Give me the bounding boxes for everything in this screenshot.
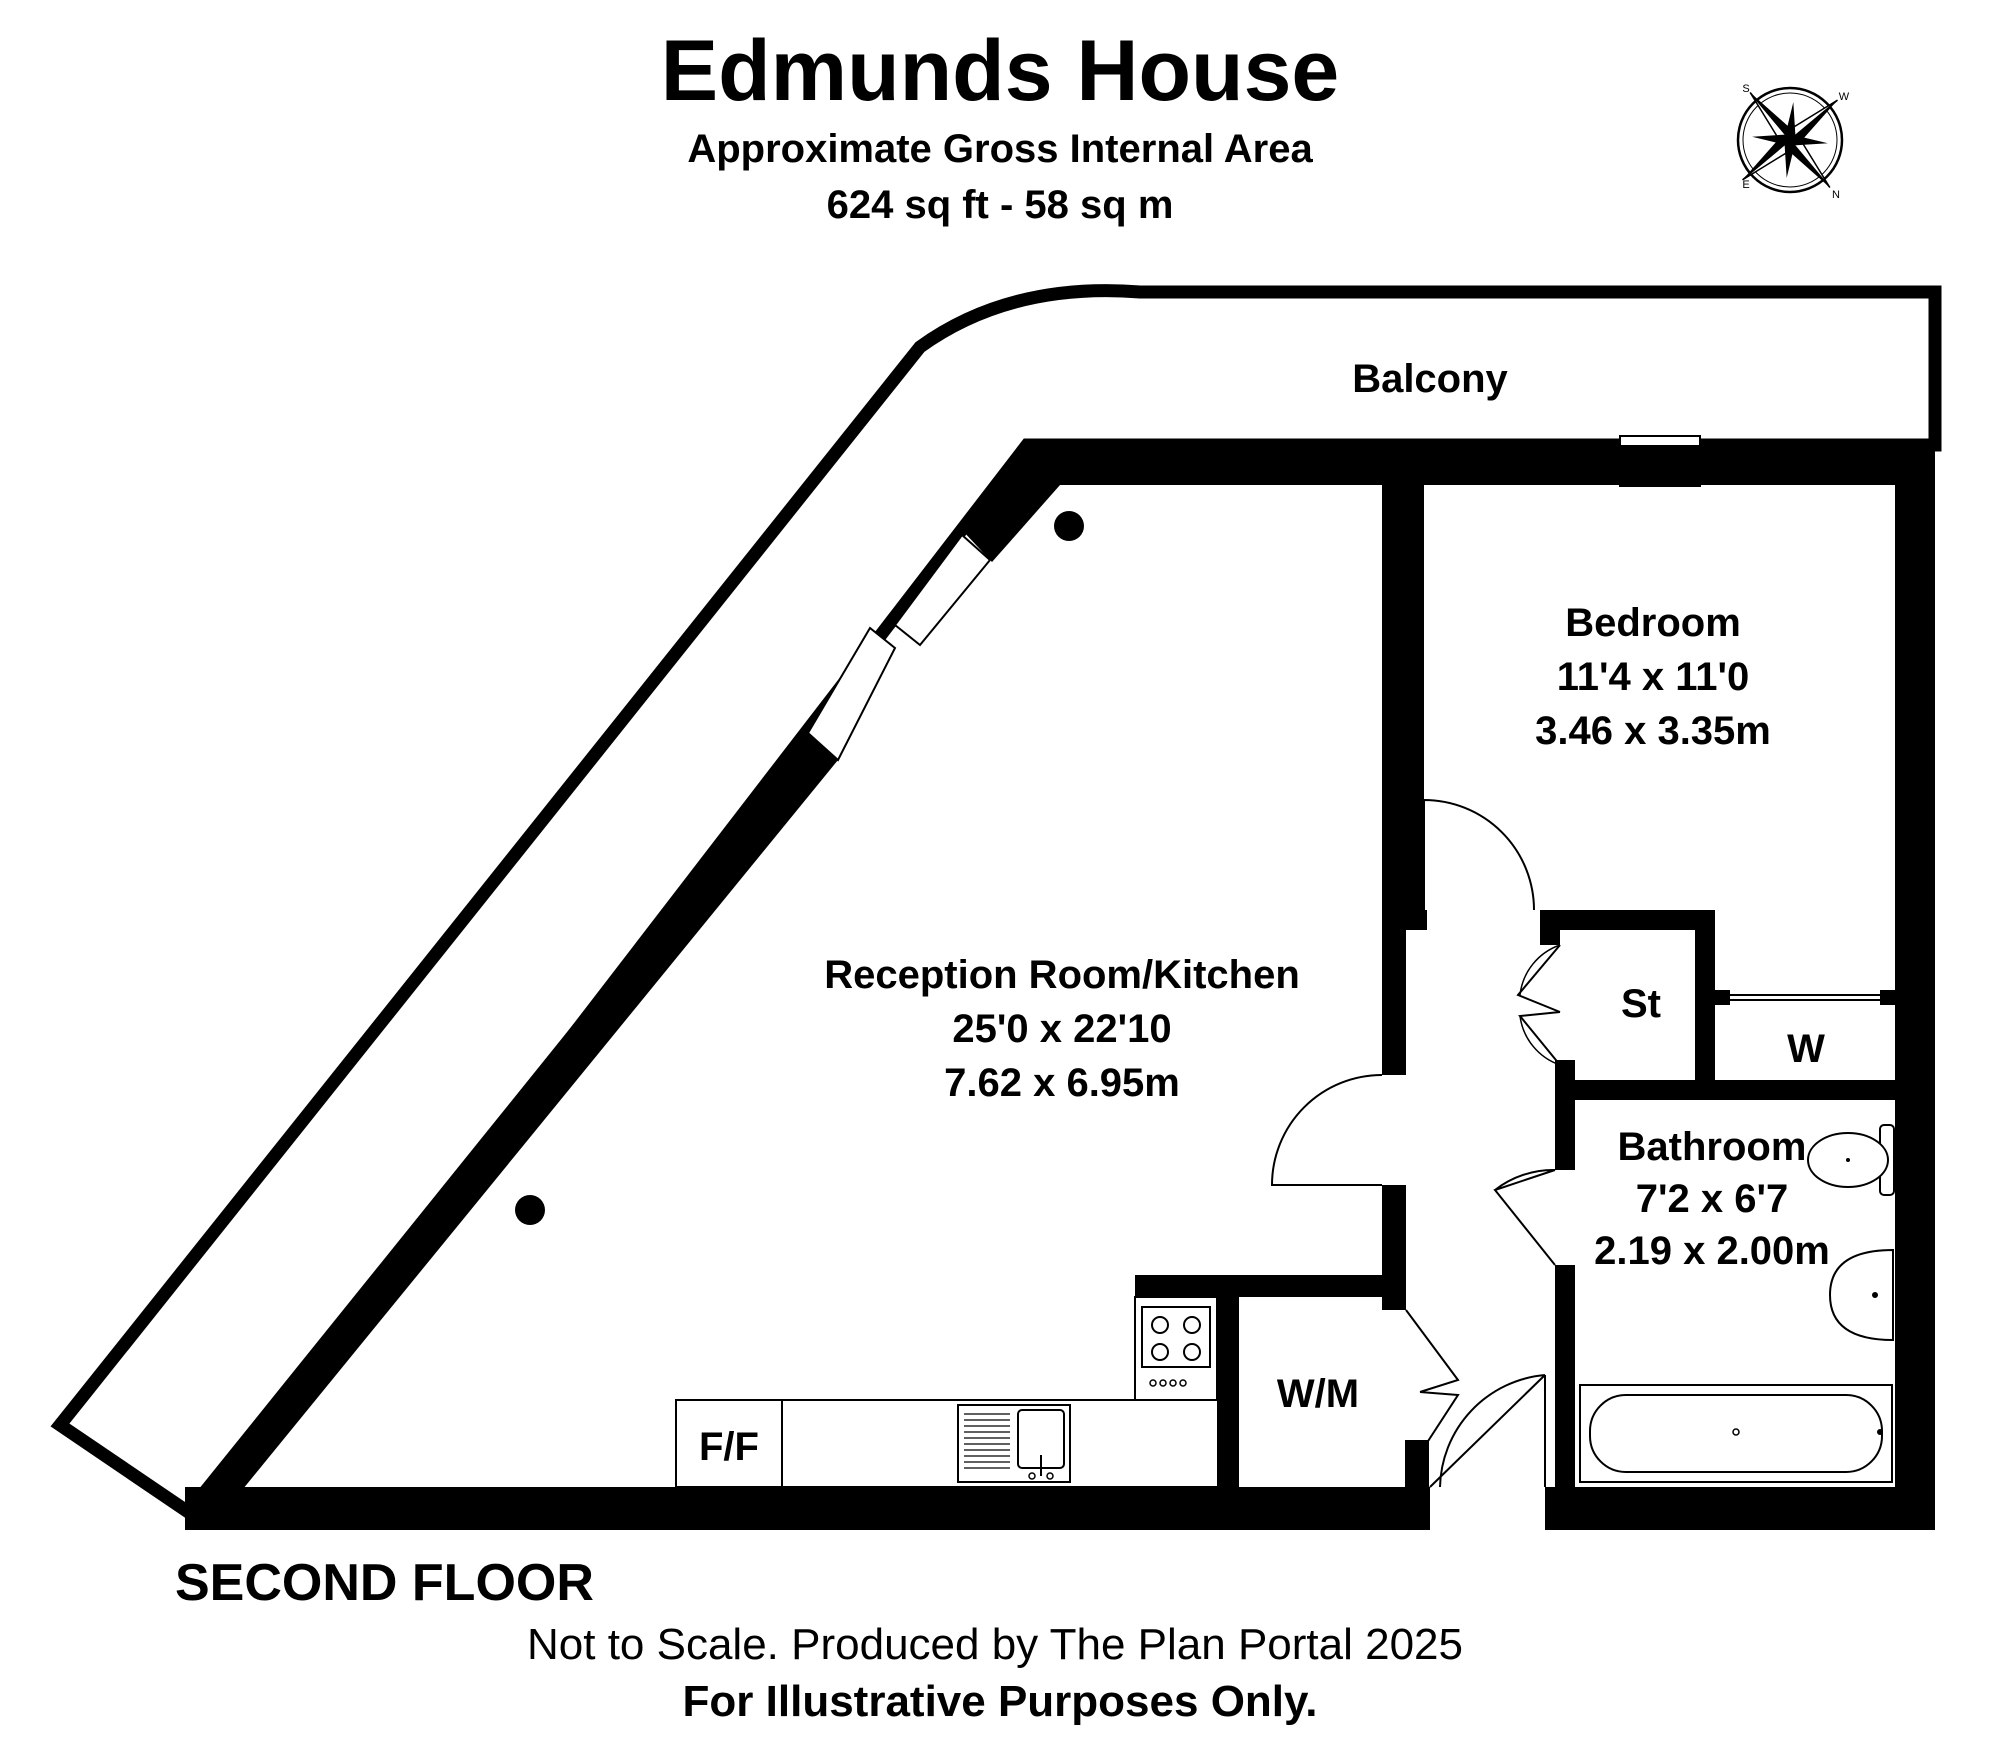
wall-bathroom-left-lower [1555,1265,1575,1530]
wall-bedroom-left [1406,485,1424,910]
wall-bathroom-top [1555,1080,1895,1100]
reception-dim-imperial: 25'0 x 22'10 [952,1007,1171,1051]
plan-title: Edmunds House [661,23,1340,119]
wall-kitchen-divider [1217,1275,1239,1530]
bedroom-dim-metric: 3.46 x 3.35m [1535,709,1771,753]
column-marker-left [515,1195,545,1225]
wall-wm-top [1239,1275,1405,1297]
wall-bathroom-left-upper [1555,1080,1575,1170]
floor-label: SECOND FLOOR [175,1554,594,1612]
wall-bedroom-stub [1382,910,1427,930]
kitchen-counter [675,1399,1219,1488]
reception-dim-metric: 7.62 x 6.95m [944,1061,1180,1105]
compass-icon: S W N E [1736,83,1850,201]
door-store-arc [1519,944,1561,1066]
wardrobe-label: W [1787,1027,1825,1071]
toilet-icon [1807,1124,1895,1196]
door-entrance [1429,1374,1546,1488]
washbasin-icon [1828,1248,1894,1342]
plan-area: 624 sq ft - 58 sq m [827,183,1174,227]
window-lower [806,626,897,762]
wall-store-left-upper [1540,910,1560,945]
bathroom-dim-metric: 2.19 x 2.00m [1594,1229,1830,1273]
reception-name: Reception Room/Kitchen [824,953,1300,997]
exterior-wall-corner [185,1487,270,1530]
store-label: St [1621,982,1661,1026]
bathtub-icon [1579,1384,1893,1483]
disclaimer-text: Not to Scale. Produced by The Plan Porta… [527,1620,1463,1669]
exterior-wall-diagonal-lower [185,733,838,1530]
washing-machine-label: W/M [1277,1372,1359,1416]
hob-icon [1141,1306,1211,1387]
compass-letter-s: S [1742,83,1749,95]
exterior-wall-top [1027,445,1935,485]
wall-wm-right-upper [1382,1275,1406,1310]
wall-reception-bedroom-upper [1382,485,1406,1075]
sink-icon [957,1404,1071,1483]
door-bedroom [1423,798,1535,911]
illustrative-text: For Illustrative Purposes Only. [683,1677,1318,1726]
exterior-wall-diagonal-upper [962,445,1060,562]
balcony-label: Balcony [1352,357,1508,401]
plan-subtitle: Approximate Gross Internal Area [687,127,1313,171]
door-reception [1270,1074,1383,1186]
wall-store-right [1695,910,1715,1080]
exterior-wall-right [1895,445,1935,1530]
door-store [1516,944,1561,1066]
wall-wm-right-lower [1405,1440,1429,1490]
bedroom-dim-imperial: 11'4 x 11'0 [1557,655,1750,699]
wall-wardrobe-right [1880,990,1895,1005]
column-marker-top [1054,511,1084,541]
fridge-freezer-label: F/F [699,1425,759,1469]
window-upper [893,533,992,647]
compass-letter-w: W [1839,91,1850,103]
bathroom-name: Bathroom [1618,1125,1807,1169]
bathroom-dim-imperial: 7'2 x 6'7 [1636,1177,1788,1221]
exterior-wall-bottom-right [1545,1487,1935,1530]
door-wm [1405,1309,1460,1476]
exterior-wall-bottom-left [185,1487,1430,1530]
bedroom-name: Bedroom [1565,601,1741,645]
compass-letter-n: N [1832,189,1840,201]
wall-store-top [1540,910,1715,930]
door-bathroom [1493,1168,1556,1266]
compass-letter-e: E [1742,179,1749,191]
wall-wardrobe-left [1715,990,1730,1005]
